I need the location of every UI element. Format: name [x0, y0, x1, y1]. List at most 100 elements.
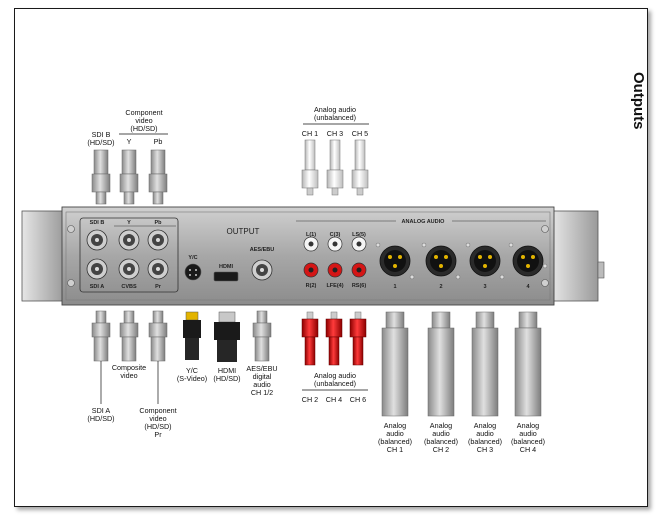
bnc-plug-pb — [148, 149, 168, 205]
top-labels: SDI B (HD/SD) Component video (HD/SD) Y … — [87, 105, 369, 147]
l1-port-label: L(1) — [306, 232, 316, 238]
ch3-top-label: CH 3 — [327, 129, 343, 138]
xlr-jack-4 — [508, 242, 548, 277]
aes-bnc-jack — [251, 259, 273, 281]
rca-plug-ch5 — [351, 139, 369, 196]
hdmi-port-label: HDMI — [219, 264, 234, 270]
xlr-plugs — [381, 311, 542, 417]
svg-text:audio: audio — [386, 429, 404, 438]
bnc-plug-sdi-b — [91, 149, 111, 205]
xlr-plug-4 — [514, 311, 542, 417]
bnc-jack-pr — [147, 258, 169, 280]
bnc-plug-sdi-a — [91, 310, 111, 362]
component-bottom-label: Component — [139, 406, 176, 415]
svideo-jack — [184, 263, 202, 281]
aes-digital-label: digital — [253, 372, 272, 381]
sdi-a-port-label: SDI A — [90, 284, 104, 290]
component-pb-label: Pb — [154, 137, 163, 146]
analog-top-format-label: (unbalanced) — [314, 113, 356, 122]
analog-bottom-label: Analog audio — [314, 371, 356, 380]
y-port-label: Y — [127, 220, 131, 226]
panel-screws — [67, 225, 549, 287]
rca-plug-ch1 — [301, 139, 319, 196]
component-top-format-label: (HD/SD) — [130, 124, 157, 133]
rca-jacks-red — [303, 262, 367, 278]
sdi-b-format-label: (HD/SD) — [87, 138, 114, 147]
hdmi-jack — [213, 271, 239, 282]
rca-jack-ls5 — [351, 236, 367, 252]
svg-text:audio: audio — [432, 429, 450, 438]
rca-jacks-white — [303, 236, 367, 252]
bnc-jack-pb — [147, 229, 169, 251]
bottom-rca-plugs — [301, 311, 367, 366]
svg-text:audio: audio — [476, 429, 494, 438]
component-y-label: Y — [127, 137, 132, 146]
svg-text:CH 1: CH 1 — [387, 445, 403, 454]
outputs-title: Outputs — [630, 72, 647, 130]
rca-plug-ch6 — [349, 311, 367, 366]
ch1-top-label: CH 1 — [302, 129, 318, 138]
analog-audio-header: ANALOG AUDIO — [402, 219, 446, 225]
balanced-label-3: Analog audio (balanced) CH 3 — [468, 421, 502, 454]
cvbs-port-label: CVBS — [121, 284, 137, 290]
right-end-cap — [551, 210, 599, 302]
svg-text:(balanced): (balanced) — [511, 437, 545, 446]
ls5-port-label: LS(5) — [352, 232, 366, 238]
component-top-label: Component — [125, 108, 162, 117]
xlr-plug-2 — [427, 311, 455, 417]
balanced-label-1: Analog audio (balanced) CH 1 — [378, 421, 412, 454]
rca-plug-ch3 — [326, 139, 344, 196]
sdi-b-port-label: SDI B — [90, 220, 105, 226]
pb-port-label: Pb — [154, 220, 162, 226]
rca-jack-c3 — [327, 236, 343, 252]
svg-text:Analog: Analog — [474, 421, 496, 430]
pr-port-label: Pr — [155, 284, 162, 290]
component-pr-label: Pr — [154, 430, 162, 439]
svg-text:Analog: Analog — [430, 421, 452, 430]
xlr-plug-1 — [381, 311, 409, 417]
svg-text:CH 2: CH 2 — [433, 445, 449, 454]
aes-port-label: AES/EBU — [250, 247, 274, 253]
bnc-plug-aes — [252, 310, 272, 362]
output-label: OUTPUT — [227, 227, 260, 236]
side-tab — [597, 261, 605, 279]
rs6-port-label: RS(6) — [352, 283, 367, 289]
bottom-bnc-plugs — [91, 310, 272, 362]
xlr-3-label: 3 — [483, 284, 486, 290]
yc-port-label: Y/C — [188, 255, 197, 261]
left-end-cap — [21, 210, 65, 302]
xlr-2-label: 2 — [439, 284, 442, 290]
bnc-jacks — [86, 229, 169, 280]
xlr-plug-3 — [471, 311, 499, 417]
svg-text:(balanced): (balanced) — [378, 437, 412, 446]
lfe4-port-label: LFE(4) — [326, 283, 343, 289]
analog-top-label: Analog audio — [314, 105, 356, 114]
top-rca-plugs — [301, 139, 369, 196]
c3-port-label: C(3) — [330, 232, 341, 238]
rca-jack-r2 — [303, 262, 319, 278]
leader-lines — [100, 361, 159, 404]
svg-text:CH 3: CH 3 — [477, 445, 493, 454]
hdmi-label: HDMI — [218, 366, 236, 375]
ch2-label: CH 2 — [302, 395, 318, 404]
svg-text:(balanced): (balanced) — [468, 437, 502, 446]
analog-bottom-format-label: (unbalanced) — [314, 379, 356, 388]
svg-text:audio: audio — [519, 429, 537, 438]
hdmi-plug — [214, 311, 240, 362]
component-top-video-label: video — [135, 116, 152, 125]
bnc-plug-y — [119, 149, 139, 205]
bnc-jack-y — [118, 229, 140, 251]
xlr-jacks — [375, 242, 548, 280]
svideo-plug — [183, 311, 201, 360]
xlr-jack-2 — [421, 242, 461, 280]
svg-text:(balanced): (balanced) — [424, 437, 458, 446]
yc-label: Y/C — [186, 366, 198, 375]
ch4-label: CH 4 — [326, 395, 342, 404]
xlr-1-label: 1 — [393, 284, 396, 290]
device-rear-panel: OUTPUT SDI B Y Pb SDI A CVBS Pr Y/C HDMI — [21, 206, 605, 306]
balanced-label-4: Analog audio (balanced) CH 4 — [511, 421, 545, 454]
sdi-a-format-label: (HD/SD) — [87, 414, 114, 423]
aes-channel-label: CH 1/2 — [251, 388, 273, 397]
bnc-jack-sdi-b — [86, 229, 108, 251]
